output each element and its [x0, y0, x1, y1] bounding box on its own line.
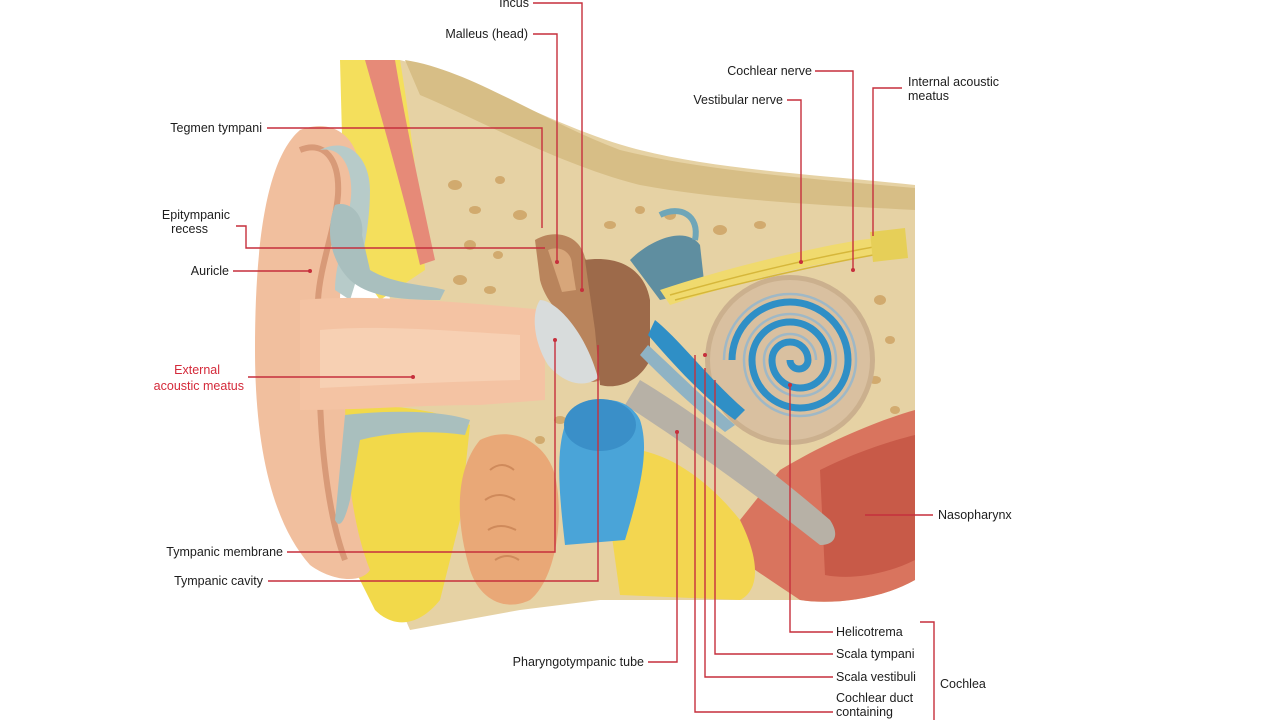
- canal-shading: [320, 327, 520, 388]
- leader-dot-scala: [703, 353, 707, 357]
- leader-helicotrema: [789, 385, 833, 633]
- leader-tegmen: [267, 127, 543, 228]
- leader-dot-helicotrema: [788, 383, 792, 387]
- leader-internal-meatus: [872, 87, 902, 236]
- leader-pharyngotympanic: [648, 432, 678, 663]
- leader-cochlear-duct: [694, 355, 833, 713]
- internal-meatus-cut: [870, 228, 908, 262]
- label-cochlear-nerve: Cochlear nerve: [727, 64, 812, 78]
- label-tympanic-membrane: Tympanic membrane: [166, 545, 283, 559]
- leader-dot-incus: [580, 288, 584, 292]
- cartilage-upper: [330, 204, 445, 300]
- label-scala-vestibuli: Scala vestibuli: [836, 670, 916, 684]
- parotid-gland: [459, 434, 559, 605]
- semicircular-canal: [658, 208, 699, 241]
- leader-dot-pharyngotympanic: [675, 430, 679, 434]
- scala-channel-2: [640, 345, 735, 432]
- leader-dot-cochlear-nerve: [851, 268, 855, 272]
- label-tympanic-cavity: Tympanic cavity: [174, 574, 264, 588]
- cochlea-shape: [705, 275, 875, 445]
- ear-illustration: [255, 60, 915, 630]
- leader-malleus: [533, 33, 558, 262]
- label-epitympanic-line1: Epitympanic: [162, 208, 230, 222]
- leader-tympanic-cavity: [268, 345, 599, 582]
- label-vestibular-nerve: Vestibular nerve: [693, 93, 783, 107]
- label-cochlear-duct-line1: Cochlear duct: [836, 691, 914, 705]
- pharyngotympanic-tube-shape: [625, 380, 836, 545]
- carotid-lumen: [564, 399, 636, 451]
- leader-dot-malleus: [555, 260, 559, 264]
- label-internal-meatus-line2: meatus: [908, 89, 949, 103]
- label-epitympanic-line2: recess: [171, 222, 208, 236]
- skull-band: [405, 60, 915, 210]
- label-helicotrema: Helicotrema: [836, 625, 903, 639]
- labels: Incus Malleus (head) Tegmen tympani Epit…: [154, 0, 1013, 719]
- vestibulocochlear-nerve: [660, 235, 900, 305]
- cochlea-bracket: [920, 621, 935, 720]
- nasopharynx-inner: [820, 435, 915, 577]
- leader-dot-external: [411, 375, 415, 379]
- nerve-fibres: [669, 243, 891, 301]
- leader-scala-tympani: [714, 380, 833, 655]
- tympanic-cavity-shape: [585, 259, 650, 387]
- leader-dot-tympanic-membrane: [553, 338, 557, 342]
- leader-vestibular-nerve: [787, 99, 802, 262]
- label-cochlear-duct-line2: containing: [836, 705, 893, 719]
- leader-incus: [533, 2, 583, 290]
- leader-dot-auricle: [308, 269, 312, 273]
- ossicles-highlight: [548, 248, 576, 292]
- leader-lines: [233, 2, 935, 720]
- leader-scala-vestibuli: [704, 368, 833, 678]
- leader-cochlear-nerve: [815, 70, 854, 270]
- label-internal-meatus-line1: Internal acoustic: [908, 75, 999, 89]
- leader-tympanic-membrane: [287, 340, 556, 553]
- label-nasopharynx: Nasopharynx: [938, 508, 1012, 522]
- label-external-line1: External: [174, 363, 220, 377]
- scala-channels: [648, 320, 745, 420]
- tympanic-membrane-shape: [534, 300, 598, 384]
- auricle-helix-fold: [298, 144, 348, 562]
- label-tegmen-tympani: Tegmen tympani: [170, 121, 262, 135]
- label-external-line2: acoustic meatus: [154, 379, 244, 393]
- label-cochlea: Cochlea: [940, 677, 986, 691]
- leader-dot-vestibular-nerve: [799, 260, 803, 264]
- label-pharyngotympanic-tube: Pharyngotympanic tube: [513, 655, 644, 669]
- label-malleus-head: Malleus (head): [445, 27, 528, 41]
- temporal-muscle: [365, 60, 435, 265]
- label-scala-tympani: Scala tympani: [836, 647, 915, 661]
- leader-epitympanic: [236, 225, 545, 249]
- label-auricle: Auricle: [191, 264, 229, 278]
- label-incus: Incus: [499, 0, 529, 10]
- cartilage-lower: [335, 411, 470, 524]
- ossicles: [535, 234, 616, 382]
- parotid-lobules: [484, 464, 520, 561]
